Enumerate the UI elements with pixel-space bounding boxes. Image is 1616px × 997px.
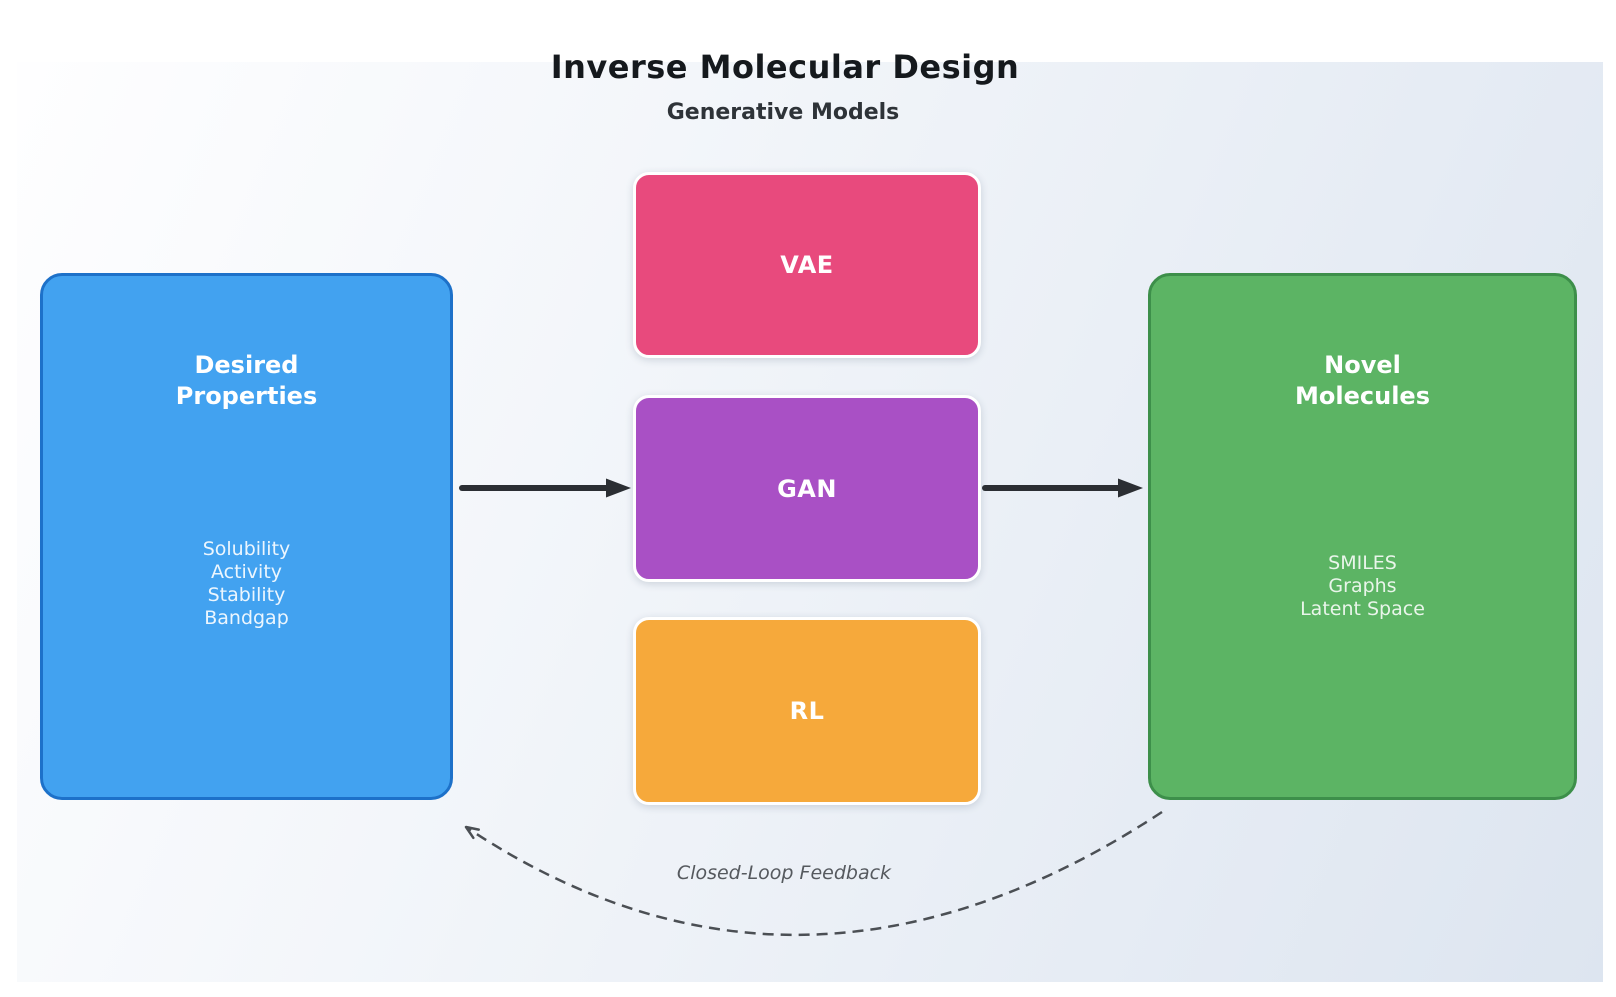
list-item-solubility: Solubility [202,538,291,560]
list-item-bandgap: Bandgap [204,607,289,629]
diagram-title: Inverse Molecular Design [550,48,1020,86]
list-item-graphs: Graphs [1328,575,1397,597]
novel-molecules-list: SMILES Graphs Latent Space [1151,552,1574,621]
list-item-smiles: SMILES [1328,552,1397,574]
desired-properties-list: Solubility Activity Stability Bandgap [43,538,450,630]
vae-label: VAE [780,251,834,279]
node-gan: GAN [633,395,981,582]
rl-label: RL [789,697,825,725]
list-item-latent-space: Latent Space [1300,598,1425,620]
desired-properties-title: Desired Properties [175,351,318,410]
list-item-stability: Stability [207,584,286,606]
novel-molecules-title: Novel Molecules [1295,351,1430,410]
node-vae: VAE [633,172,981,358]
diagram-subtitle: Generative Models [666,100,900,125]
gan-label: GAN [777,474,837,503]
feedback-label: Closed-Loop Feedback [676,862,892,884]
node-desired-properties: Desired Properties Solubility Activity S… [40,273,453,800]
node-rl: RL [633,617,981,805]
node-novel-molecules: Novel Molecules SMILES Graphs Latent Spa… [1148,273,1577,800]
list-item-activity: Activity [210,561,283,583]
